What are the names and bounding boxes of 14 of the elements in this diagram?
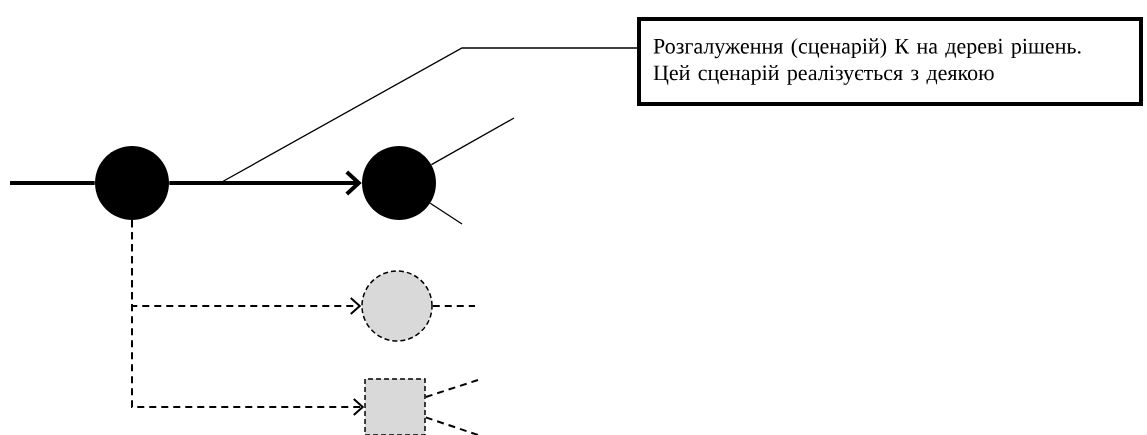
branch-line — [429, 202, 463, 225]
chance-node-square — [364, 378, 426, 435]
callout-box: Розгалуження (сценарій) К на дереві рішень. Цей сценарій реалізується з деякою — [637, 17, 1143, 106]
branch-line — [424, 379, 479, 398]
leader-line — [219, 47, 638, 184]
arrow — [131, 219, 365, 416]
decision-node-circle — [362, 146, 436, 220]
branch-line — [430, 117, 515, 166]
branch-line — [424, 416, 479, 435]
branch-line — [10, 181, 95, 185]
decision-node-circle — [95, 146, 169, 220]
decision-node-circle — [361, 270, 433, 342]
arrow — [169, 170, 362, 196]
branch-line — [431, 305, 476, 307]
